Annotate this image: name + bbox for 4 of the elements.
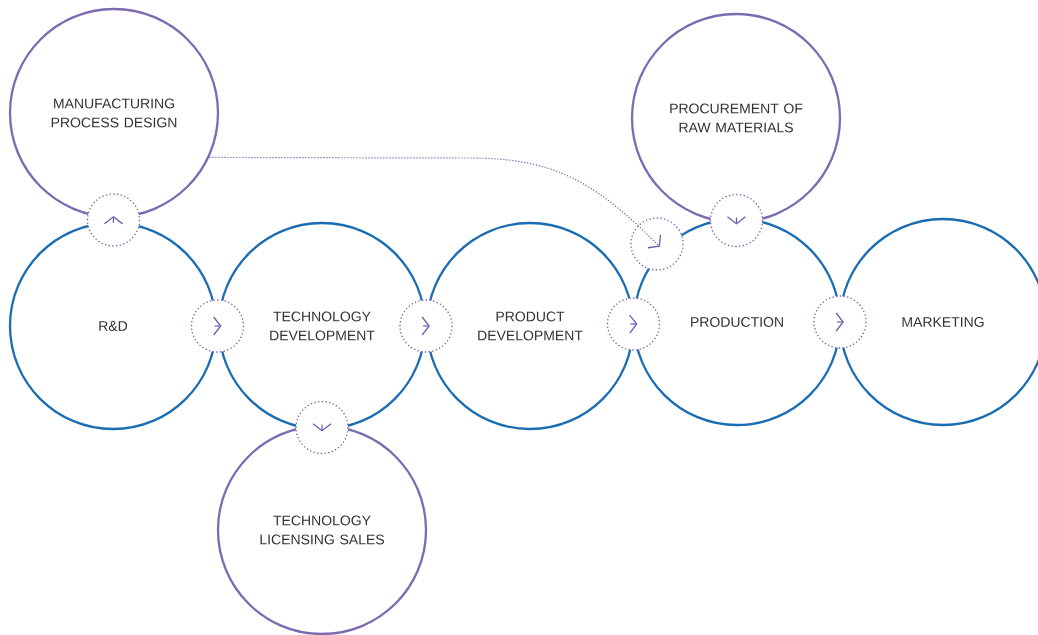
circle-node: MANUFACTURING PROCESS DESIGN: [8, 7, 220, 219]
circle-node: PROCUREMENT OF RAW MATERIALS: [630, 12, 842, 224]
circle-node: TECHNOLOGY LICENSING SALES: [216, 424, 428, 635]
chevron-arrow: [208, 156, 662, 249]
